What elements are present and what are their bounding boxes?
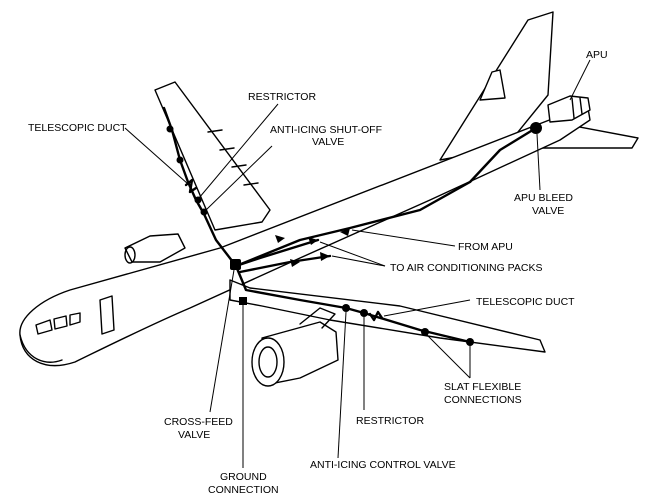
apu-bleed-leader bbox=[536, 133, 541, 191]
label-from-apu: FROM APU bbox=[458, 241, 513, 253]
crossfeed-valve-marker bbox=[230, 259, 241, 270]
anti-icing-shutoff-leader bbox=[205, 145, 273, 211]
anti-icing-shutoff-marker bbox=[200, 208, 208, 216]
label-apu: APU bbox=[586, 49, 608, 61]
anti-icing-control-marker bbox=[342, 304, 350, 312]
engine-pylon bbox=[299, 307, 336, 329]
fuselage bbox=[19, 107, 591, 367]
ac-packs-leader-1 bbox=[319, 241, 386, 267]
left-duct-point-1 bbox=[166, 125, 174, 133]
telescopic-zigzag-right bbox=[368, 310, 384, 322]
fuselage-door bbox=[99, 295, 115, 335]
label-telescopic-duct-right: TELESCOPIC DUCT bbox=[476, 296, 575, 308]
label-slat-flexible-2: CONNECTIONS bbox=[444, 394, 522, 406]
anti-icing-control-leader bbox=[337, 311, 347, 459]
label-ground-1: GROUND bbox=[220, 471, 267, 483]
ac-arrow-2 bbox=[320, 252, 330, 261]
label-anti-icing-shutoff-1: ANTI-ICING SHUT-OFF bbox=[270, 124, 382, 136]
restrictor-right-marker bbox=[360, 309, 368, 317]
label-crossfeed-2: VALVE bbox=[178, 429, 210, 441]
ac-packs-leader-2 bbox=[331, 255, 386, 267]
left-duct-point-2 bbox=[176, 156, 184, 164]
from-apu-leader bbox=[351, 229, 456, 247]
slat-leader-1 bbox=[425, 333, 471, 379]
label-apu-bleed-1: APU BLEED bbox=[514, 192, 573, 204]
ac-pack-duct bbox=[234, 238, 332, 274]
label-telescopic-duct-left: TELESCOPIC DUCT bbox=[28, 122, 127, 134]
apu-exhaust bbox=[571, 97, 583, 119]
apu-duct bbox=[234, 126, 538, 268]
ac-arrow-4 bbox=[290, 259, 300, 267]
label-ground-2: CONNECTION bbox=[208, 484, 279, 496]
crossfeed-leader bbox=[209, 269, 235, 413]
slat-connection-1 bbox=[421, 328, 429, 336]
label-apu-bleed-2: VALVE bbox=[532, 205, 564, 217]
ac-arrow-3 bbox=[275, 235, 285, 243]
from-apu-arrow bbox=[340, 228, 350, 236]
engine-intake-inner bbox=[258, 346, 278, 378]
apu-bleed-valve-marker bbox=[530, 122, 542, 134]
nose-cone bbox=[19, 334, 63, 363]
slat-connection-2 bbox=[466, 338, 474, 346]
label-crossfeed-1: CROSS-FEED bbox=[164, 416, 233, 428]
restrictor-top-leader bbox=[198, 103, 279, 199]
label-restrictor-bottom: RESTRICTOR bbox=[356, 415, 424, 427]
label-anti-icing-control: ANTI-ICING CONTROL VALVE bbox=[310, 459, 456, 471]
left-wing bbox=[154, 81, 271, 231]
label-anti-icing-shutoff-2: VALVE bbox=[312, 136, 344, 148]
label-restrictor-top: RESTRICTOR bbox=[248, 91, 316, 103]
engine-intake bbox=[251, 337, 285, 387]
label-slat-flexible-1: SLAT FLEXIBLE bbox=[444, 381, 521, 393]
apu-tailcone bbox=[547, 95, 591, 123]
ground-connection-marker bbox=[239, 297, 247, 305]
telescopic-right-leader bbox=[383, 299, 471, 317]
horizontal-stabilizer-left bbox=[479, 69, 506, 101]
ac-arrow-1 bbox=[308, 237, 318, 245]
label-to-ac-packs: TO AIR CONDITIONING PACKS bbox=[390, 262, 542, 274]
telescopic-left-leader bbox=[124, 127, 189, 185]
restrictor-left-marker bbox=[194, 196, 202, 204]
flap-fairing bbox=[207, 129, 259, 186]
cockpit-windows bbox=[35, 312, 81, 335]
telescopic-zigzag-left bbox=[184, 178, 198, 194]
apu-leader bbox=[569, 59, 591, 101]
far-engine-intake bbox=[124, 246, 136, 264]
